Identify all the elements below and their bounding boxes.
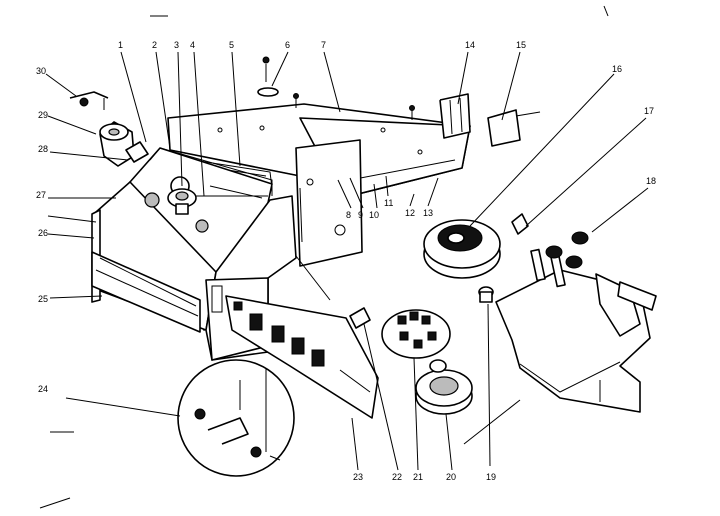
callout-11: 11 — [384, 198, 393, 208]
callout-6: 6 — [285, 40, 290, 50]
callout-13: 13 — [423, 208, 433, 218]
callout-5: 5 — [229, 40, 234, 50]
callout-30: 30 — [36, 66, 46, 76]
callout-26: 26 — [38, 228, 48, 238]
knob-part-28 — [167, 188, 197, 215]
callout-labels: 1 2 3 4 5 6 7 8 9 10 11 12 13 14 15 16 1… — [36, 40, 656, 482]
margin-marks — [39, 5, 609, 509]
control-rail — [225, 295, 379, 419]
knob-part-19 — [478, 286, 494, 303]
mounting-plate-part-7 — [295, 139, 363, 267]
callout-21: 21 — [413, 472, 423, 482]
detail-inset — [177, 359, 295, 477]
clip-part-30 — [69, 91, 109, 110]
callout-10: 10 — [369, 210, 379, 220]
nut-part-18 — [545, 231, 589, 269]
connector-part — [595, 273, 657, 337]
knob-part-20 — [415, 359, 473, 415]
callout-24: 24 — [38, 384, 48, 394]
callout-28: 28 — [38, 144, 48, 154]
callout-25: 25 — [38, 294, 48, 304]
callout-8: 8 — [346, 210, 351, 220]
callout-3: 3 — [174, 40, 179, 50]
callout-16: 16 — [612, 64, 622, 74]
callout-15: 15 — [516, 40, 526, 50]
callout-4: 4 — [190, 40, 195, 50]
callout-7: 7 — [321, 40, 326, 50]
callout-17: 17 — [644, 106, 654, 116]
knob-part-29 — [99, 121, 149, 167]
bracket-part-22 — [349, 307, 371, 329]
callout-9: 9 — [358, 210, 363, 220]
callout-19: 19 — [486, 472, 496, 482]
callout-18: 18 — [646, 176, 656, 186]
selector-switch-part-21 — [381, 309, 451, 359]
callout-2: 2 — [152, 40, 157, 50]
callout-23: 23 — [353, 472, 363, 482]
callout-22: 22 — [392, 472, 402, 482]
plate-part-15 — [487, 109, 541, 147]
callout-14: 14 — [465, 40, 475, 50]
switch-part-17 — [511, 213, 566, 288]
callout-1: 1 — [118, 40, 123, 50]
leader-lines — [45, 51, 649, 471]
timer-dial-part-16 — [423, 219, 501, 279]
screw-part-6 — [257, 56, 415, 120]
bracket-part-14 — [439, 93, 471, 139]
callout-27: 27 — [36, 190, 46, 200]
callout-12: 12 — [405, 208, 415, 218]
end-panel — [91, 209, 201, 333]
callout-20: 20 — [446, 472, 456, 482]
callout-29: 29 — [38, 110, 48, 120]
